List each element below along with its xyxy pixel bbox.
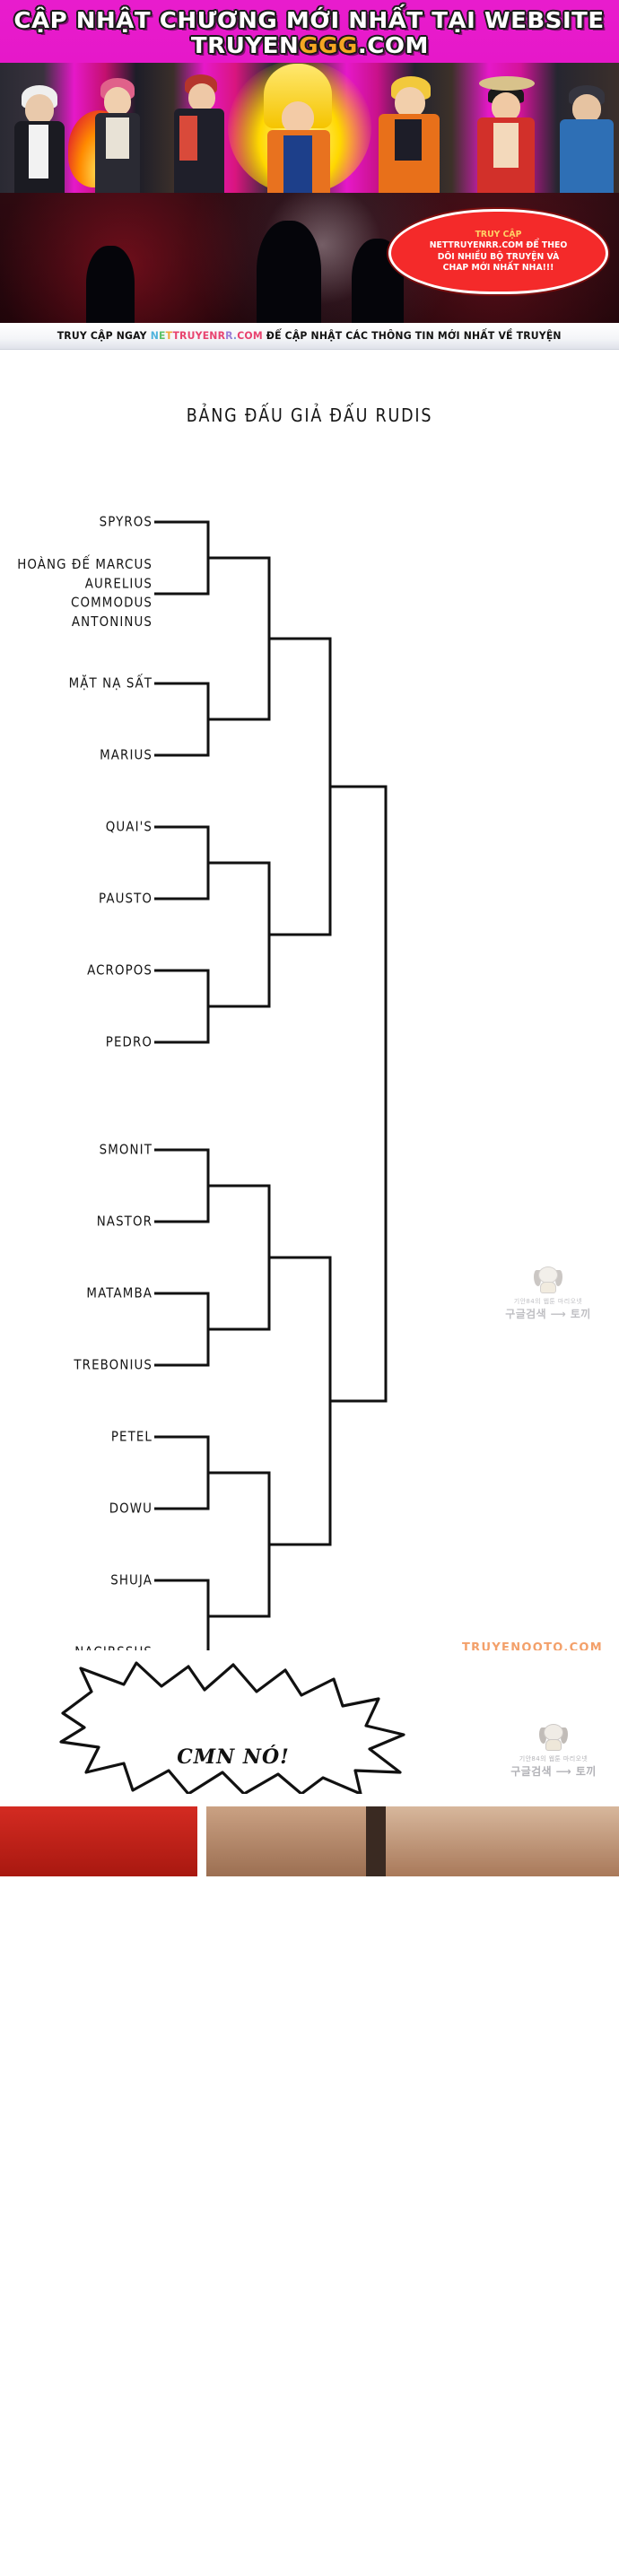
tournament-bracket-section: BẢNG ĐẤU GIẢ ĐẤU RUDIS (0, 350, 619, 1660)
bracket-title: BẢNG ĐẤU GIẢ ĐẤU RUDIS (186, 405, 433, 427)
bracket-diagram: SPYROS HOÀNG ĐẾ MARCUS AURELIUS COMMODUS… (0, 350, 619, 1660)
gg-watermark-bottom: 기안84의 웹툰 마리오넷 구글검색 ⟶ 토끼 (504, 1722, 603, 1779)
character-goku (228, 63, 371, 193)
silhouette-left (86, 246, 135, 323)
seed-label: QUAI'S (105, 820, 153, 835)
character-red-fighter (160, 71, 237, 193)
promo-domain-char: Y (195, 330, 203, 342)
chibi-mascot-icon (536, 1722, 571, 1753)
banner-site-prefix: TRUYEN (190, 32, 299, 58)
promo-domain-char: N (150, 330, 160, 342)
promo-domain-char: M (253, 330, 264, 342)
promo-domain-char: C (237, 330, 245, 342)
seed-label: PAUSTO (99, 892, 153, 907)
promo-domain-char: E (202, 330, 210, 342)
promo-domain-char: O (244, 330, 254, 342)
promo-domain-char: E (159, 330, 166, 342)
seed-label: NASTOR (96, 1214, 153, 1230)
seed-label: PEDRO (105, 1035, 153, 1050)
artwork-figure-right (386, 1806, 619, 1876)
speech-bubble-promo: TRUY CẬP NETTRUYENRR.COM ĐỂ THEO DÕI NHI… (388, 209, 608, 294)
seed-label: ACROPOS (87, 963, 153, 979)
burst-text: CMN NÓ! (177, 1745, 290, 1769)
speech-burst: CMN NÓ! (54, 1659, 413, 1796)
banner-site-highlight: GGG (298, 32, 358, 58)
character-edge (554, 78, 619, 193)
bubble-line-3: DÕI NHIỀU BỘ TRUYỆN VÀ (437, 251, 560, 262)
gg-watermark-bottom-mid: 구글검색 ⟶ 토끼 (510, 1765, 597, 1778)
character-naruto (362, 71, 458, 193)
dark-artwork-strip: TRUY CẬP NETTRUYENRR.COM ĐỂ THEO DÕI NHI… (0, 193, 619, 323)
seed-label: MARIUS (100, 748, 153, 763)
promo-domain-char: R (225, 330, 234, 342)
promo-domain-char: R (179, 330, 187, 342)
promo-domain-char: U (187, 330, 196, 342)
seed-label: SHUJA (110, 1573, 153, 1588)
bracket-lines-svg (154, 520, 388, 1650)
seed-label: PETEL (110, 1430, 153, 1445)
character-ichigo (7, 78, 72, 193)
seed-label: MẶT NẠ SẤT (68, 676, 153, 692)
promo-domain-char: R (217, 330, 226, 342)
gg-watermark-bottom-top: 기안84의 웹툰 마리오넷 (519, 1755, 588, 1762)
bottom-comic-panel: CMN NÓ! 기안84의 웹툰 마리오넷 구글검색 ⟶ 토끼 (0, 1650, 619, 1876)
burst-shape-svg (59, 1661, 405, 1796)
promo-domain-char: N (209, 330, 218, 342)
seed-label: HOÀNG ĐẾ MARCUS AURELIUS COMMODUS ANTONI… (17, 557, 153, 631)
character-natsu (68, 73, 156, 193)
promo-domain-link[interactable]: NETTRUYENRR.COM (151, 330, 263, 342)
bubble-line-1: TRUY CẬP (475, 229, 522, 239)
seed-label: TREBONIUS (74, 1358, 153, 1373)
bubble-line-2: NETTRUYENRR.COM ĐỂ THEO (429, 240, 568, 250)
banner-line-2: TRUYENGGG.COM (191, 33, 429, 58)
hero-character-artwork (0, 63, 619, 193)
promo-prefix: TRUY CẬP NGAY (57, 330, 151, 342)
silhouette-center (257, 221, 321, 323)
promo-bar: TRUY CẬP NGAY NETTRUYENRR.COM ĐỂ CẬP NHẬ… (0, 323, 619, 350)
speech-bubble-text: TRUY CẬP NETTRUYENRR.COM ĐỂ THEO DÕI NHI… (430, 230, 568, 274)
artwork-figure-left (206, 1806, 368, 1876)
promo-domain-char: . (233, 330, 238, 342)
bottom-panel-artwork (0, 1806, 619, 1876)
banner-site-suffix: .COM (357, 32, 429, 58)
comic-page: CẬP NHẬT CHƯƠNG MỚI NHẤT TẠI WEBSITE TRU… (0, 0, 619, 1876)
banner-line-1: CẬP NHẬT CHƯƠNG MỚI NHẤT TẠI WEBSITE (13, 7, 606, 33)
promo-bar-text: TRUY CẬP NGAY NETTRUYENRR.COM ĐỂ CẬP NHẬ… (57, 330, 562, 342)
promo-domain-char: T (172, 330, 180, 342)
promo-domain-char: T (165, 330, 173, 342)
seed-label: DOWU (109, 1501, 153, 1517)
seed-label: SPYROS (99, 515, 153, 530)
top-promo-banner: CẬP NHẬT CHƯƠNG MỚI NHẤT TẠI WEBSITE TRU… (0, 0, 619, 63)
character-luffy (463, 74, 553, 193)
bubble-line-4: CHAP MỚI NHẤT NHA!!! (442, 263, 554, 273)
artwork-red-cloak (0, 1806, 197, 1876)
promo-suffix: ĐỂ CẬP NHẬT CÁC THÔNG TIN MỚI NHẤT VỀ TR… (263, 330, 562, 342)
seed-label: MATAMBA (86, 1286, 153, 1301)
seed-label: SMONIT (99, 1143, 153, 1158)
